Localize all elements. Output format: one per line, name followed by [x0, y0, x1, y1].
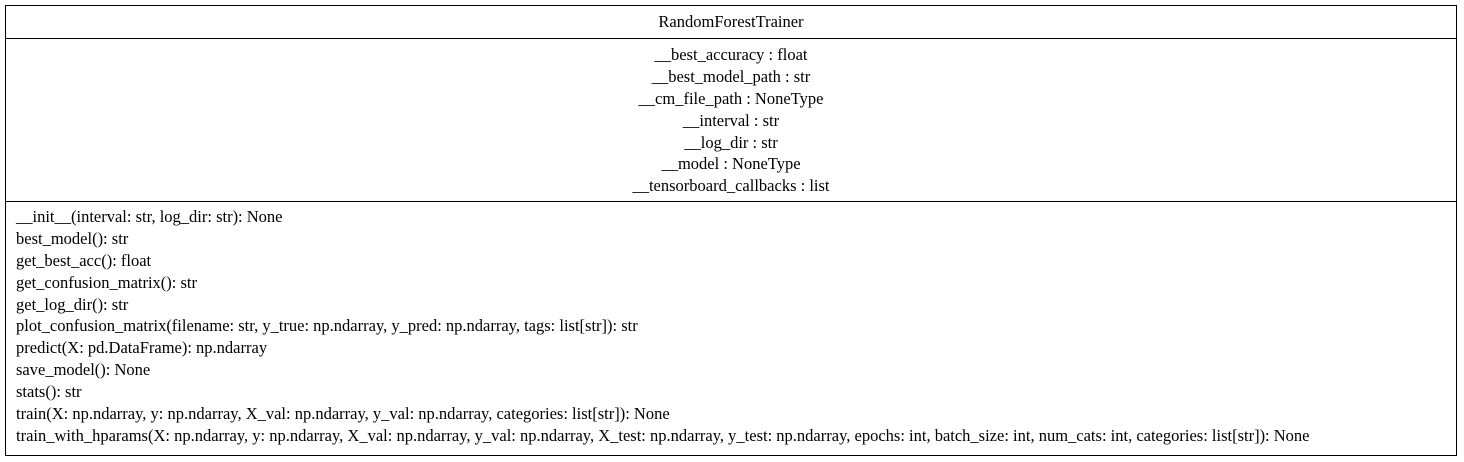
class-name: RandomForestTrainer: [658, 12, 804, 31]
attributes-compartment: __best_accuracy : float __best_model_pat…: [6, 39, 1456, 202]
attribute: __tensorboard_callbacks : list: [632, 176, 830, 196]
method: train(X: np.ndarray, y: np.ndarray, X_va…: [16, 404, 670, 424]
method: get_confusion_matrix(): str: [16, 272, 198, 292]
attribute: __best_accuracy : float: [654, 45, 808, 64]
attribute: __cm_file_path : NoneType: [638, 88, 824, 108]
attribute: __interval : str: [682, 110, 780, 130]
method: plot_confusion_matrix(filename: str, y_t…: [16, 316, 638, 336]
method: train_with_hparams(X: np.ndarray, y: np.…: [16, 425, 1310, 445]
uml-class-box: RandomForestTrainer __best_accuracy : fl…: [5, 5, 1457, 456]
method: predict(X: pd.DataFrame): np.ndarray: [16, 338, 268, 358]
methods-compartment: __init__(interval: str, log_dir: str): N…: [6, 202, 1456, 447]
attribute: __log_dir : str: [684, 132, 778, 152]
attribute: __best_model_path : str: [651, 66, 811, 86]
class-name-compartment: RandomForestTrainer: [6, 6, 1456, 39]
method: stats(): str: [16, 382, 82, 402]
method: get_best_acc(): float: [16, 250, 152, 270]
method: __init__(interval: str, log_dir: str): N…: [16, 207, 283, 226]
method: get_log_dir(): str: [16, 294, 129, 314]
method: best_model(): str: [16, 228, 129, 248]
attribute: __model : NoneType: [661, 154, 801, 174]
method: save_model(): None: [16, 360, 151, 380]
